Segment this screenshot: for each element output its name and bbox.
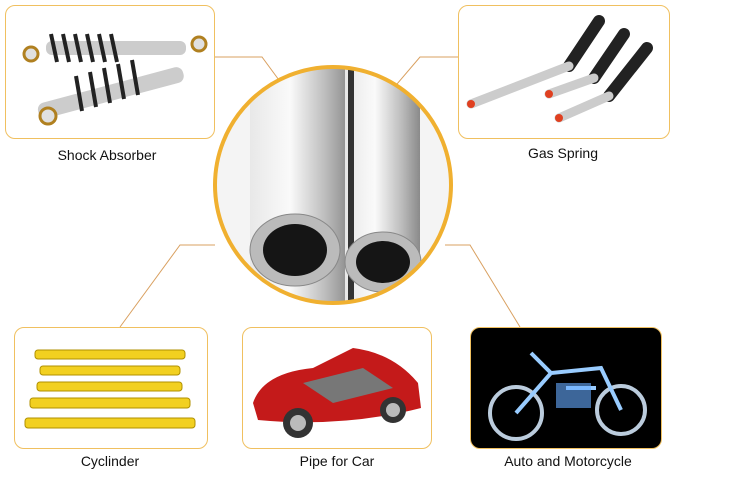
shock-absorber-illustration (22, 33, 208, 126)
auto-motorcycle-image (470, 327, 662, 449)
gas-spring-label: Gas Spring (527, 145, 599, 161)
car-illustration (253, 348, 421, 438)
cylinder-image (14, 327, 208, 449)
shock-absorber-image (5, 5, 215, 139)
connector-auto (445, 244, 521, 328)
connector-cylinder (119, 244, 215, 328)
auto-motorcycle-label: Auto and Motorcycle (504, 453, 632, 469)
cylinder-illustration (24, 349, 196, 429)
shock-absorber-label: Shock Absorber (57, 147, 157, 163)
motorcycle-illustration (488, 351, 647, 441)
cylinder-label: Cyclinder (80, 453, 140, 469)
gas-spring-illustration (466, 15, 653, 123)
gas-spring-image (458, 5, 670, 139)
pipe-for-car-image (242, 327, 432, 449)
pipe-for-car-label: Pipe for Car (299, 453, 375, 469)
